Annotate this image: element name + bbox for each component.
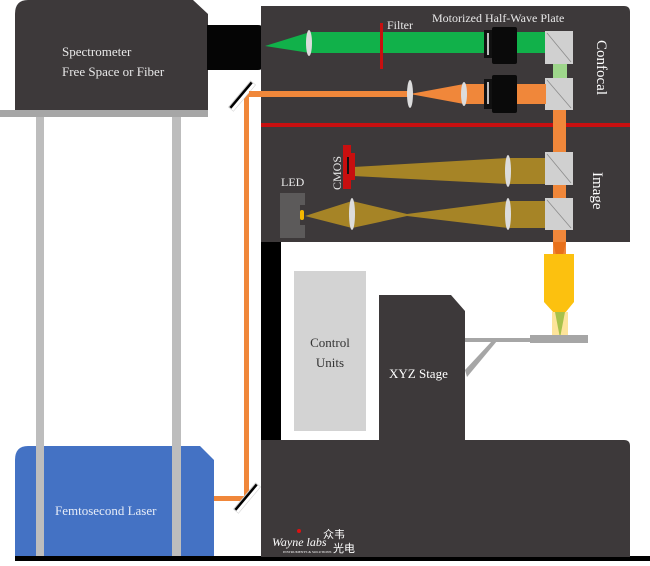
laser-label: Femtosecond Laser — [55, 503, 157, 518]
stage-arm — [465, 338, 530, 342]
spectrometer-label-line2: Free Space or Fiber — [62, 64, 165, 79]
logo-chinese-2: 光电 — [333, 541, 355, 555]
cmos-label: CMOS — [330, 156, 344, 190]
femtosecond-laser: Femtosecond Laser — [15, 446, 214, 557]
led-beam — [305, 201, 546, 228]
support-leg-left — [36, 117, 44, 557]
xyz-stage-label: XYZ Stage — [389, 366, 448, 381]
lens-orange-2 — [461, 82, 467, 106]
green-light-link — [553, 64, 567, 78]
half-wave-plate-1 — [484, 27, 517, 64]
lens-cmos — [505, 155, 511, 187]
filter-label: Filter — [387, 18, 413, 32]
led-label: LED — [281, 175, 305, 189]
confocal-label: Confocal — [593, 40, 609, 95]
spectrometer-port — [207, 25, 265, 70]
beamsplitter-confocal-2 — [545, 78, 573, 110]
company-logo: Wayne labs 众韦 光电 INSTRUMENTS & SOLUTIONS — [272, 528, 355, 555]
image-module: CMOS LED Image — [261, 110, 630, 255]
laser-leg-overlay-right — [172, 446, 181, 557]
cmos-beam — [353, 158, 546, 184]
half-wave-plate-label: Motorized Half-Wave Plate — [432, 11, 564, 25]
logo-chinese-1: 众韦 — [323, 528, 345, 541]
lens-led-1 — [349, 198, 355, 230]
beamsplitter-image-1 — [545, 152, 573, 185]
mirror-bottom — [233, 482, 261, 514]
logo-tagline: INSTRUMENTS & SOLUTIONS — [283, 550, 331, 554]
control-units-label-line2: Units — [316, 355, 344, 370]
beam-from-laser — [214, 496, 246, 501]
image-label: Image — [589, 172, 605, 210]
spectrometer: Spectrometer Free Space or Fiber — [0, 0, 265, 117]
spectrometer-label-line1: Spectrometer — [62, 44, 132, 59]
spectrometer-body — [15, 0, 208, 110]
lens-led-2 — [505, 198, 511, 230]
xyz-stage: XYZ Stage — [379, 295, 588, 441]
orange-beam-expander — [410, 84, 464, 104]
mirror-top — [228, 80, 256, 112]
bottom-cabinet — [261, 440, 630, 557]
logo-brand: Wayne labs — [272, 535, 327, 549]
logo-dot — [297, 529, 301, 533]
green-beam-cone — [265, 32, 310, 53]
objective-body — [544, 254, 574, 313]
routing-beam — [214, 91, 262, 501]
red-divider — [261, 123, 630, 127]
beamsplitter-image-2 — [545, 198, 573, 230]
objective — [544, 242, 574, 338]
laser-body — [15, 446, 214, 557]
ground-line — [15, 556, 650, 561]
stage-brace — [465, 341, 497, 377]
frame-left-post — [261, 242, 281, 440]
laser-leg-overlay-left — [36, 446, 44, 557]
control-units-label-line1: Control — [310, 335, 350, 350]
lens-green — [306, 30, 312, 56]
filter — [380, 23, 383, 69]
control-units — [294, 271, 366, 431]
beamsplitter-confocal-1 — [545, 31, 573, 64]
half-wave-plate-2 — [484, 75, 517, 113]
led-emitter — [300, 210, 304, 220]
support-leg-right — [172, 117, 181, 557]
lens-orange-1 — [407, 80, 413, 108]
orange-beam-input — [249, 91, 409, 97]
spectrometer-shelf — [0, 110, 208, 117]
focus-cone — [555, 312, 565, 338]
confocal-module: Filter Motorized Half-Wave Plate Conf — [249, 6, 630, 125]
beam-vertical-riser — [244, 93, 249, 501]
stage-body — [379, 295, 465, 441]
sample-slide — [530, 335, 588, 343]
